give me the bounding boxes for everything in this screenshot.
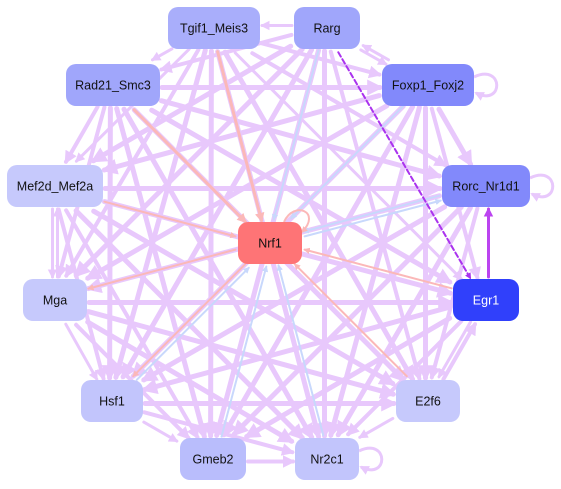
edge-Egr1-to-Hsf1 xyxy=(141,304,453,395)
edge-Tgif1_Meis3-to-Rad21_Smc3 xyxy=(150,47,174,62)
edge-Rarg-to-Rad21_Smc3 xyxy=(158,32,294,74)
self-loop-Rorc_Nr1d1 xyxy=(529,173,555,202)
edge-Rorc_Nr1d1-to-Gmeb2 xyxy=(231,204,464,437)
node-E2f6[interactable]: E2f6 xyxy=(396,380,460,422)
node-label: Mga xyxy=(43,294,67,308)
node-box xyxy=(81,380,143,422)
node-box xyxy=(382,64,474,106)
edge-Mef2d_Mef2a-to-Nr2c1 xyxy=(73,208,305,441)
node-box xyxy=(442,165,530,207)
node-Gmeb2[interactable]: Gmeb2 xyxy=(180,438,246,480)
edge-Foxp1_Foxj2-to-Rorc_Nr1d1 xyxy=(436,106,474,167)
edge-Tgif1_Meis3-to-Rorc_Nr1d1 xyxy=(250,51,448,168)
node-label: Rorc_Nr1d1 xyxy=(452,180,519,194)
node-Egr1[interactable]: Egr1 xyxy=(453,279,519,321)
edge-Tgif1_Meis3-to-Foxp1_Foxj2 xyxy=(259,41,382,79)
edge-Rarg-to-Egr1 xyxy=(337,51,472,280)
edge-Hsf1-to-Nr2c1 xyxy=(142,410,295,456)
edge-Foxp1_Foxj2-to-Nrf1 xyxy=(290,105,405,220)
node-Mef2d_Mef2a[interactable]: Mef2d_Mef2a xyxy=(7,165,103,207)
edge-E2f6-to-Nr2c1 xyxy=(358,416,395,439)
node-Nrf1[interactable]: Nrf1 xyxy=(238,222,302,264)
node-box xyxy=(7,165,103,207)
node-box xyxy=(396,380,460,422)
self-loop-Foxp1_Foxj2 xyxy=(473,72,499,101)
node-Hsf1[interactable]: Hsf1 xyxy=(81,380,143,422)
edge-Mef2d_Mef2a-to-Nrf1 xyxy=(103,200,237,239)
edge-Foxp1_Foxj2-to-Rarg xyxy=(361,44,390,62)
edge-Foxp1_Foxj2-to-Mga xyxy=(85,103,390,281)
node-Mga[interactable]: Mga xyxy=(23,279,87,321)
node-Foxp1_Foxj2[interactable]: Foxp1_Foxj2 xyxy=(382,64,474,106)
edge-Nr2c1-to-Nrf1 xyxy=(276,264,325,437)
node-label: Foxp1_Foxj2 xyxy=(392,79,464,93)
edge-Rarg-to-Nrf1 xyxy=(271,49,320,221)
node-box xyxy=(23,279,87,321)
node-label: Egr1 xyxy=(473,294,499,308)
node-Nr2c1[interactable]: Nr2c1 xyxy=(295,438,359,480)
edge-Nrf1-to-Mga xyxy=(87,248,237,291)
self-loop-Nrf1 xyxy=(283,209,310,233)
edge-Rarg-to-Hsf1 xyxy=(120,47,315,380)
edge-Rad21_Smc3-to-Nrf1 xyxy=(132,108,247,224)
node-label: Gmeb2 xyxy=(193,453,234,467)
edge-Rad21_Smc3-to-Egr1 xyxy=(149,107,453,285)
edge-Tgif1_Meis3-to-Nrf1 xyxy=(216,50,265,223)
node-label: Nr2c1 xyxy=(310,453,343,467)
edge-Rad21_Smc3-to-Rorc_Nr1d1 xyxy=(158,98,443,181)
node-label: Hsf1 xyxy=(99,395,125,409)
edges-layer xyxy=(47,20,555,475)
edge-Rad21_Smc3-to-Mef2d_Mef2a xyxy=(64,104,100,165)
node-box xyxy=(180,438,246,480)
edge-Egr1-to-Nr2c1 xyxy=(346,319,464,437)
edge-Egr1-to-Gmeb2 xyxy=(243,315,453,439)
node-label: Nrf1 xyxy=(258,237,282,251)
node-box xyxy=(238,222,302,264)
edge-Gmeb2-to-Nrf1 xyxy=(220,265,269,438)
edge-Mga-to-Nr2c1 xyxy=(85,319,295,444)
node-label: Rarg xyxy=(313,22,340,36)
edge-Mef2d_Mef2a-to-E2f6 xyxy=(91,208,396,387)
edge-Nrf1-to-Hsf1 xyxy=(132,263,247,378)
edge-Rorc_Nr1d1-to-Hsf1 xyxy=(141,204,448,383)
edge-Hsf1-to-Nrf1 xyxy=(135,266,250,381)
edge-Hsf1-to-Gmeb2 xyxy=(142,420,179,443)
node-Rorc_Nr1d1[interactable]: Rorc_Nr1d1 xyxy=(442,165,530,207)
node-box xyxy=(294,7,360,49)
node-box xyxy=(295,438,359,480)
edge-Egr1-to-Nrf1 xyxy=(303,247,453,290)
self-loop-Nr2c1 xyxy=(358,446,384,475)
edge-E2f6-to-Nrf1 xyxy=(293,263,408,378)
node-label: Rad21_Smc3 xyxy=(75,79,151,93)
node-box xyxy=(66,64,160,106)
edge-Nrf1-to-Rorc_Nr1d1 xyxy=(303,198,442,238)
node-box xyxy=(453,279,519,321)
edge-Rorc_Nr1d1-to-Nrf1 xyxy=(302,194,441,234)
node-label: Tgif1_Meis3 xyxy=(180,22,248,36)
edge-Foxp1_Foxj2-to-Gmeb2 xyxy=(221,104,416,438)
node-Rarg[interactable]: Rarg xyxy=(294,7,360,49)
node-label: E2f6 xyxy=(415,395,441,409)
node-Tgif1_Meis3[interactable]: Tgif1_Meis3 xyxy=(168,7,260,49)
node-label: Mef2d_Mef2a xyxy=(17,180,93,194)
node-box xyxy=(168,7,260,49)
node-Rad21_Smc3[interactable]: Rad21_Smc3 xyxy=(66,64,160,106)
edge-Foxp1_Foxj2-to-Mef2d_Mef2a xyxy=(101,93,382,175)
edge-Mga-to-Hsf1 xyxy=(64,322,99,381)
edge-Rad21_Smc3-to-Nr2c1 xyxy=(121,106,315,440)
edge-E2f6-to-Egr1 xyxy=(441,321,477,382)
edge-Tgif1_Meis3-to-Gmeb2 xyxy=(202,48,219,440)
